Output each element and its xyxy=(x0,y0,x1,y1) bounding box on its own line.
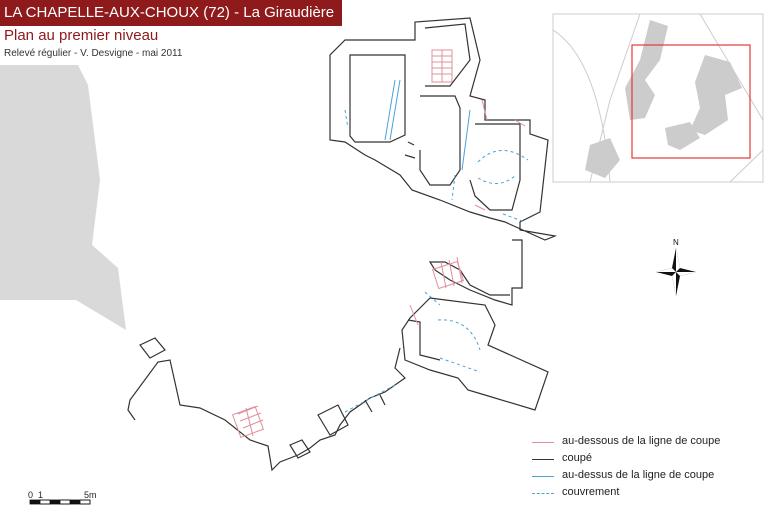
scale-outline xyxy=(29,499,91,505)
inset-site-frame xyxy=(631,44,751,159)
stair-tread xyxy=(448,259,455,287)
legend-label: au-dessus de la ligne de coupe xyxy=(562,469,715,481)
vault-arc xyxy=(477,150,529,163)
neighbouring-building xyxy=(0,65,126,330)
north-house-room-east xyxy=(469,123,521,211)
north-house-outline xyxy=(329,17,558,241)
scale-segment xyxy=(50,500,60,504)
legend-item-above-cut: au-dessus de la ligne de coupe xyxy=(532,468,762,485)
above-cut-line xyxy=(384,79,396,141)
north-house-stair-well xyxy=(424,23,471,87)
scale-bar xyxy=(29,499,91,505)
south-range-room-b xyxy=(289,439,311,459)
scale-label-five: 5m xyxy=(84,490,97,500)
above-cut-line xyxy=(389,79,401,141)
plan-title-text: LA CHAPELLE-AUX-CHOUX (72) - La Giraudiè… xyxy=(4,4,335,21)
scale-segment xyxy=(70,500,80,504)
plan-subtitle: Plan au premier niveau xyxy=(4,27,159,44)
south-range-wall-segment xyxy=(364,399,373,413)
compass-star-highlight xyxy=(672,272,676,296)
vault-line xyxy=(502,213,526,223)
inset-building xyxy=(665,122,700,150)
stair-stringer xyxy=(245,407,254,437)
plan-title: LA CHAPELLE-AUX-CHOUX (72) - La Giraudiè… xyxy=(0,0,343,26)
vault-line xyxy=(451,174,456,201)
south-range-wall-segment xyxy=(379,394,386,406)
legend-swatch-blue xyxy=(532,476,554,477)
sill-below-cut xyxy=(474,204,486,211)
scale-segment xyxy=(39,499,51,505)
inset-building xyxy=(690,55,742,135)
scale-segment xyxy=(79,499,91,505)
north-house-wall-segment xyxy=(404,154,416,159)
compass-star-highlight xyxy=(676,248,680,272)
legend: au-dessous de la ligne de coupe coupé au… xyxy=(532,434,762,502)
scale-label-one: 1 xyxy=(38,490,44,500)
vault-line xyxy=(439,357,481,373)
east-wing-room xyxy=(401,297,549,411)
south-range-room-a xyxy=(317,404,349,436)
inset-parcel-line xyxy=(729,149,763,182)
legend-swatch-pink xyxy=(532,442,554,443)
legend-swatch-dark xyxy=(532,459,554,460)
stair-tread xyxy=(456,256,463,284)
compass-north-label: N xyxy=(673,238,679,247)
cut-walls xyxy=(127,17,558,472)
east-wing-room-partition xyxy=(407,319,441,361)
stair-tread xyxy=(242,419,264,429)
south-range-outline xyxy=(127,347,406,472)
legend-label: couvrement xyxy=(562,486,620,498)
scale-label-zero: 0 xyxy=(28,490,34,500)
legend-item-cut: coupé xyxy=(532,451,762,468)
stair-east xyxy=(431,260,465,290)
stair-tread xyxy=(239,412,262,422)
inset-building xyxy=(585,138,620,178)
above-cut-elements xyxy=(384,79,471,171)
legend-label: coupé xyxy=(562,452,592,464)
vault-line xyxy=(344,109,349,129)
plan-credit: Relevé régulier - V. Desvigne - mai 2011 xyxy=(4,48,183,59)
vault-arc xyxy=(437,319,481,351)
legend-label: au-dessous de la ligne de coupe xyxy=(562,435,721,447)
compass-star-highlight xyxy=(656,268,676,272)
sill-below-cut xyxy=(409,304,419,326)
legend-item-vault: couvrement xyxy=(532,485,762,502)
compass-star-highlight xyxy=(676,272,696,276)
sill-below-cut xyxy=(514,119,526,127)
scale-segment xyxy=(59,499,71,505)
above-cut-line xyxy=(461,109,471,171)
sill-below-cut xyxy=(481,99,488,121)
north-house-partition xyxy=(419,95,461,186)
legend-swatch-blue-dashed xyxy=(532,493,554,494)
north-house-wall-segment xyxy=(407,141,415,146)
location-inset xyxy=(552,13,764,183)
below-cut-elements xyxy=(231,49,526,439)
stair-tread xyxy=(237,405,259,415)
vault-arc xyxy=(477,175,516,184)
east-wing-outline xyxy=(428,239,523,306)
stair-tread xyxy=(440,261,447,289)
compass-rose: N xyxy=(656,238,696,296)
north-house-room-west xyxy=(349,54,406,143)
south-range-small-block xyxy=(139,337,166,359)
legend-item-below-cut: au-dessous de la ligne de coupe xyxy=(532,434,762,451)
scale-segment xyxy=(30,500,40,504)
vault-elements xyxy=(344,109,529,413)
